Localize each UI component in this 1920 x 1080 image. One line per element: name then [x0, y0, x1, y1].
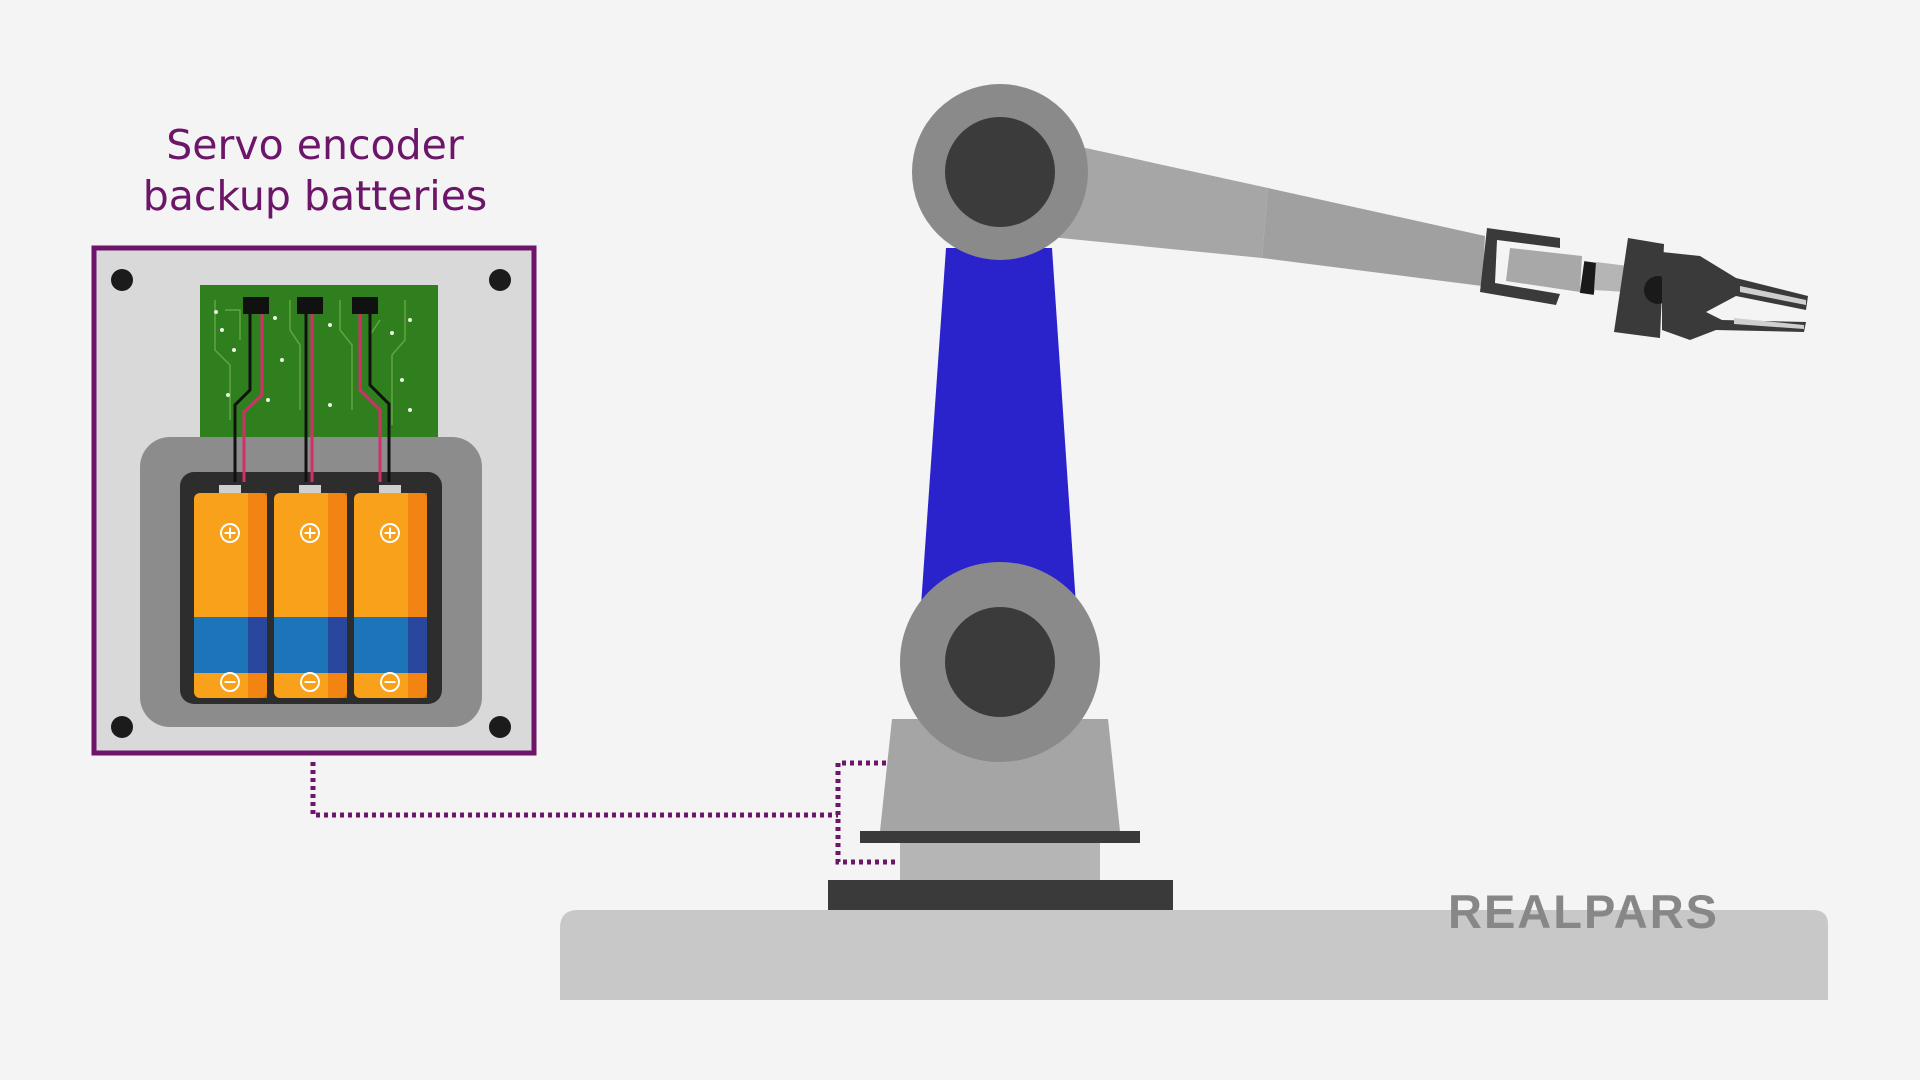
battery-1	[194, 485, 267, 698]
robot-upper-arm-inner	[1040, 138, 1268, 258]
robot-base-pedestal	[880, 719, 1120, 831]
robot-lower-arm	[920, 248, 1077, 620]
robot-shoulder-joint-hub	[945, 117, 1055, 227]
realpars-logo: REALPARS	[1448, 885, 1720, 938]
battery-wires	[233, 314, 391, 482]
screw-top-left	[111, 269, 133, 291]
screw-bottom-right	[489, 716, 511, 738]
diagram-title: Servo encoder backup batteries	[90, 120, 540, 222]
robot-upper-arm-outer	[1262, 188, 1485, 286]
battery-panel	[91, 245, 537, 756]
battery-2	[274, 485, 347, 698]
screw-bottom-left	[111, 716, 133, 738]
circuit-board	[200, 285, 438, 445]
robot-elbow-joint-hub	[945, 607, 1055, 717]
connector-1	[243, 297, 269, 314]
connection-line	[310, 760, 896, 865]
robot-gripper	[1480, 228, 1808, 340]
robot-base-lower	[900, 843, 1100, 880]
screw-top-right	[489, 269, 511, 291]
robot-base-flange	[860, 831, 1140, 843]
title-line-1: Servo encoder	[166, 121, 464, 169]
industrial-robot	[560, 84, 1828, 1000]
work-table	[560, 910, 1828, 1000]
connector-2	[297, 297, 323, 314]
robot-base-plate	[828, 880, 1173, 910]
battery-3	[354, 485, 427, 698]
connector-3	[352, 297, 378, 314]
title-line-2: backup batteries	[142, 172, 488, 220]
